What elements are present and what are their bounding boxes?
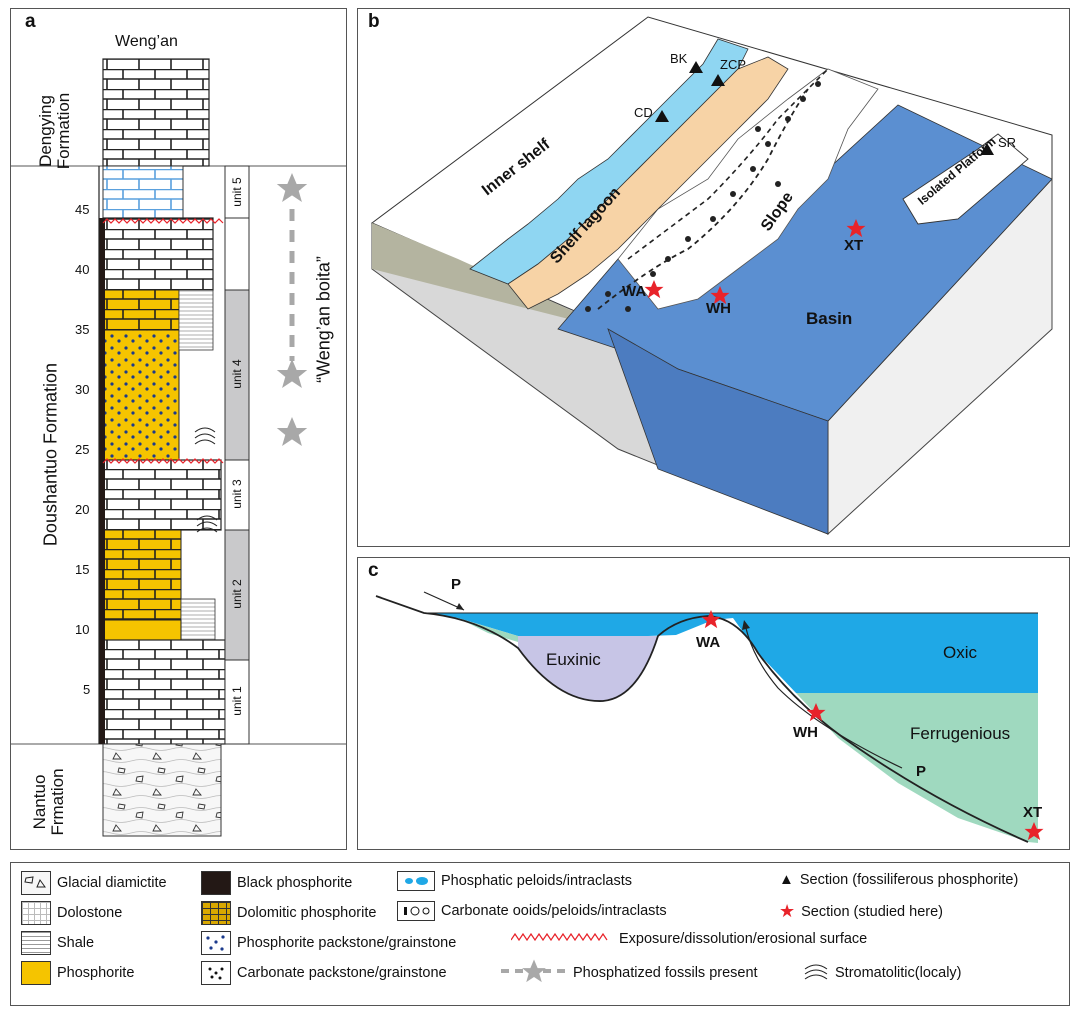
carbonate-ooids-swatch — [397, 901, 435, 921]
legend-phosphatic-peloids: Phosphatic peloids/intraclasts — [397, 871, 632, 891]
unit-3-label: unit 3 — [230, 479, 244, 509]
legend-dolomitic-phosphorite: Dolomitic phosphorite — [201, 901, 376, 925]
depth-tick-10: 10 — [75, 622, 90, 637]
shale-swatch — [21, 931, 51, 955]
depth-tick-45: 45 — [75, 202, 90, 217]
legend-label: Shale — [57, 935, 95, 951]
depth-tick-15: 15 — [75, 562, 90, 577]
phosphorite-swatch — [21, 961, 51, 985]
legend-section-fossiliferous: ▲ Section (fossiliferous phosphorite) — [779, 871, 1018, 888]
legend-shale: Shale — [21, 931, 94, 955]
water-ferrugenious: Ferrugenious — [910, 724, 1011, 743]
cross-section — [375, 591, 1044, 843]
legend-label: Section (fossiliferous phosphorite) — [799, 871, 1019, 888]
formation-nantuo: Nantuo Frmation — [30, 768, 67, 836]
legend-stromatolitic: Stromatolitic(localy) — [803, 961, 962, 985]
legend-black-phosphorite: Black phosphorite — [201, 871, 352, 895]
legend-label: Section (studied here) — [801, 903, 943, 920]
panel-b-label: b — [368, 11, 380, 32]
zone-basin: Basin — [806, 309, 853, 328]
site-title: Weng’an — [115, 33, 178, 50]
legend-phosphorite: Phosphorite — [21, 961, 134, 985]
studied-xt: XT — [844, 237, 864, 254]
legend-label: Dolostone — [57, 905, 123, 921]
legend-exposure-surface: Exposure/dissolution/erosional surface — [510, 931, 868, 947]
unit-1-label: unit 1 — [230, 686, 244, 716]
unit-2-label: unit 2 — [230, 579, 244, 609]
water-oxic: Oxic — [943, 643, 977, 662]
legend-label: Dolomitic phosphorite — [237, 905, 377, 921]
legend-label: Black phosphorite — [237, 875, 353, 891]
legend-label: Phosphorite packstone/grainstone — [237, 935, 457, 951]
black-phosphorite-swatch — [201, 871, 231, 895]
carbonate-packstone-swatch — [201, 961, 231, 985]
dolomitic-phosphorite-swatch — [201, 901, 231, 925]
panel-c-label: c — [368, 560, 379, 581]
legend-label: Stromatolitic(localy) — [835, 965, 962, 981]
legend-carbonate-ooids: Carbonate ooids/peloids/intraclasts — [397, 901, 667, 921]
studied-wh: WH — [706, 300, 731, 317]
station-wa: WA — [696, 634, 721, 651]
station-xt: XT — [1023, 804, 1043, 821]
block-diagram — [371, 16, 1053, 536]
legend-dolostone: Dolostone — [21, 901, 122, 925]
formation-doushantuo: Doushantuo Formation — [40, 362, 61, 547]
legend-label: Phosphatic peloids/intraclasts — [441, 873, 633, 889]
legend-label: Phosphatized fossils present — [573, 965, 758, 981]
section-cd: CD — [634, 105, 653, 120]
legend-carbonate-packstone: Carbonate packstone/grainstone — [201, 961, 447, 985]
panel-a-label: a — [25, 11, 36, 32]
depth-tick-35: 35 — [75, 322, 90, 337]
legend-glacial-diamictite: Glacial diamictite — [21, 871, 167, 895]
glacial-diamictite-swatch — [21, 871, 51, 895]
section-zcp: ZCP — [720, 57, 746, 72]
legend-section-studied: ★ Section (studied here) — [779, 901, 943, 922]
stratigraphic-column — [11, 58, 346, 837]
phosphorite-packstone-swatch — [201, 931, 231, 955]
legend-fossils-present: Phosphatized fossils present — [501, 958, 758, 988]
depth-tick-5: 5 — [83, 682, 91, 697]
unit-4-label: unit 4 — [230, 359, 244, 389]
weng-an-biota-label: “Weng’an boita” — [313, 256, 334, 383]
section-bk: BK — [670, 51, 688, 66]
depth-tick-30: 30 — [75, 382, 90, 397]
panel-b: b — [357, 8, 1070, 547]
water-euxinic: Euxinic — [546, 650, 601, 669]
legend-label: Carbonate ooids/peloids/intraclasts — [441, 903, 667, 919]
formation-dengying: Dengying Formation — [36, 92, 73, 170]
legend-label: Exposure/dissolution/erosional surface — [619, 931, 868, 947]
p-label-top: P — [451, 576, 462, 593]
red-star-icon: ★ — [779, 901, 796, 921]
section-sr: SR — [998, 135, 1017, 150]
station-wh: WH — [793, 724, 818, 741]
panel-c: c Euxinic Oxic Ferrugenious P P WA WH XT — [357, 557, 1070, 850]
depth-tick-20: 20 — [75, 502, 90, 517]
legend-phosphorite-packstone: Phosphorite packstone/grainstone — [201, 931, 456, 955]
legend-label: Glacial diamictite — [57, 875, 167, 891]
dolostone-swatch — [21, 901, 51, 925]
zigzag-icon — [510, 931, 613, 947]
panel-a: a — [10, 8, 347, 850]
legend-label: Carbonate packstone/grainstone — [237, 965, 447, 981]
stromatolite-icon — [803, 961, 829, 985]
p-label-slope: P — [916, 763, 927, 780]
phosphatic-peloids-swatch — [397, 871, 435, 891]
studied-wa: WA — [622, 283, 647, 300]
triangle-icon: ▲ — [779, 871, 794, 888]
legend-label: Phosphorite — [57, 965, 135, 981]
depth-tick-40: 40 — [75, 262, 90, 277]
unit-5-label: unit 5 — [230, 177, 244, 207]
depth-tick-25: 25 — [75, 442, 90, 457]
legend: Glacial diamictite Dolostone Shale Phosp… — [10, 862, 1070, 1006]
gray-star-icon — [501, 958, 567, 988]
